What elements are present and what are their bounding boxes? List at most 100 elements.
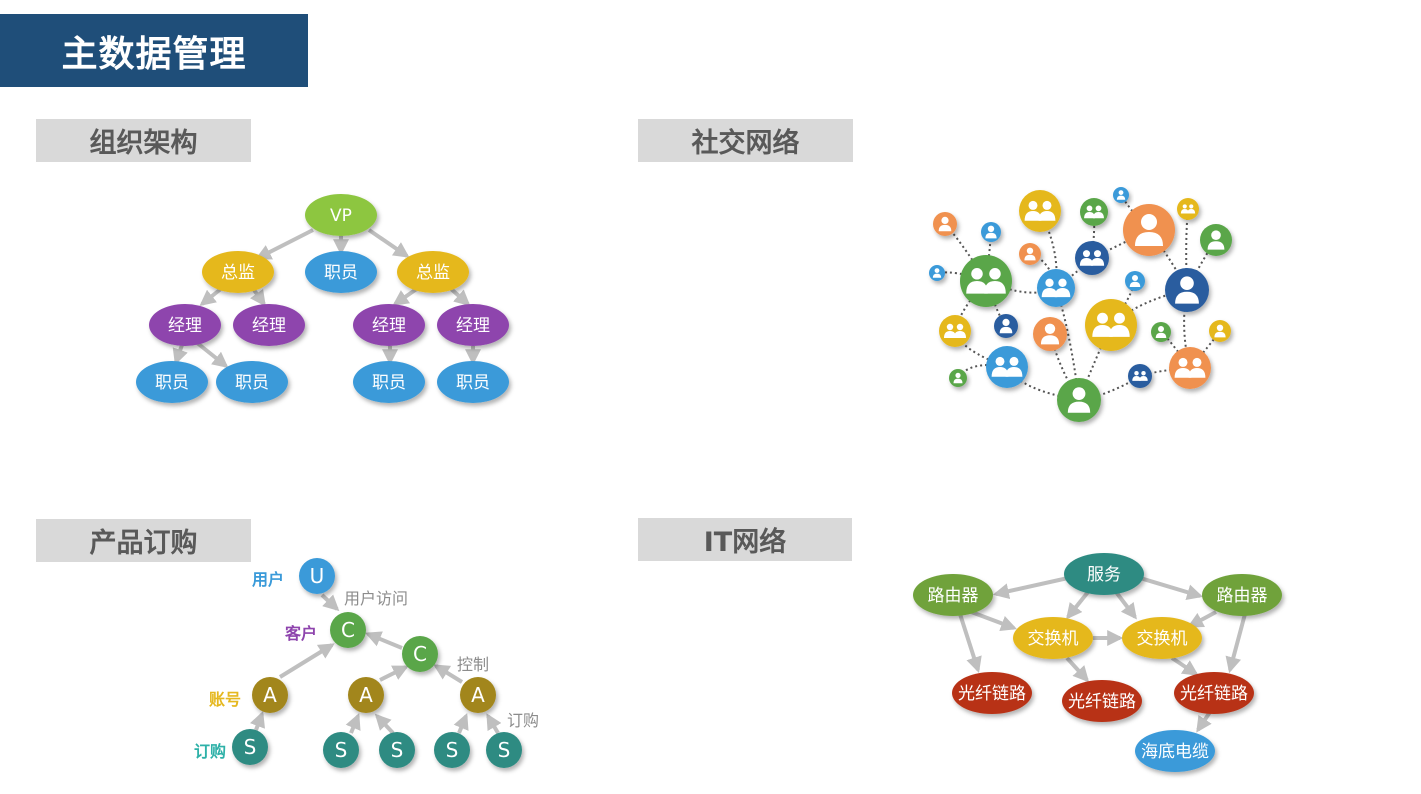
org-edge (194, 340, 229, 368)
social-person-icon (981, 222, 1001, 242)
label-user: 用户 (252, 570, 284, 589)
svg-text:U: U (310, 564, 325, 588)
product-order-edges (250, 593, 502, 735)
it-network-edges (958, 576, 1247, 733)
product-order-edge-labels: 用户访问 控制 订购 (344, 589, 539, 730)
svg-text:服务: 服务 (1087, 565, 1121, 585)
social-person-icon (949, 369, 967, 387)
social-person-icon (1151, 322, 1171, 342)
social-person-icon (1019, 243, 1041, 265)
svg-text:S: S (391, 738, 404, 762)
social-person-icon (1057, 378, 1101, 422)
social-group-icon (1037, 269, 1075, 307)
social-person-icon (994, 314, 1018, 338)
svg-text:经理: 经理 (252, 316, 286, 336)
svg-text:C: C (341, 618, 355, 642)
product-order-labels: 用户 客户 账号 订购 (194, 570, 317, 761)
node-switch-1: 交换机 (1013, 617, 1093, 659)
node-router-2: 路由器 (1202, 574, 1282, 616)
org-edge (172, 344, 188, 366)
svg-text:海底电缆: 海底电缆 (1141, 742, 1209, 762)
social-group-icon (986, 346, 1028, 388)
svg-text:职员: 职员 (324, 263, 358, 283)
node-service: 服务 (1064, 553, 1144, 595)
edge-label-subscribe: 订购 (507, 711, 539, 730)
svg-text:S: S (335, 738, 348, 762)
node-router-1: 路由器 (913, 574, 993, 616)
svg-text:经理: 经理 (168, 316, 202, 336)
svg-text:S: S (244, 735, 257, 759)
org-node-director-1: 总监 (202, 251, 274, 293)
svg-text:光纤链路: 光纤链路 (1180, 684, 1248, 704)
node-user: U (299, 558, 335, 594)
svg-text:S: S (498, 738, 511, 762)
org-node-staff-3: 职员 (353, 361, 425, 403)
social-network-nodes (929, 187, 1232, 422)
org-node-staff-top: 职员 (305, 251, 377, 293)
node-sub-2: S (323, 732, 359, 768)
svg-text:C: C (413, 642, 427, 666)
social-group-icon (960, 255, 1012, 307)
label-customer: 客户 (285, 624, 317, 643)
social-group-icon (1085, 299, 1137, 351)
svg-text:光纤链路: 光纤链路 (1068, 692, 1136, 712)
svg-text:职员: 职员 (372, 373, 406, 393)
org-edge (448, 286, 471, 307)
svg-text:职员: 职员 (235, 373, 269, 393)
svg-text:路由器: 路由器 (1217, 586, 1268, 606)
node-sub-5: S (486, 732, 522, 768)
edge-label-control: 控制 (457, 655, 489, 674)
node-sub-1: S (232, 729, 268, 765)
section-label-org: 组织架构 (36, 119, 251, 162)
label-account: 账号 (209, 690, 241, 709)
svg-text:A: A (263, 683, 277, 707)
svg-text:VP: VP (330, 206, 352, 226)
social-group-icon (1080, 198, 1108, 226)
social-person-icon (1033, 317, 1067, 351)
svg-text:经理: 经理 (372, 316, 406, 336)
node-fiber-3: 光纤链路 (1174, 672, 1254, 714)
social-person-icon (933, 212, 957, 236)
svg-text:职员: 职员 (456, 373, 490, 393)
svg-text:光纤链路: 光纤链路 (958, 684, 1026, 704)
org-edge (392, 286, 420, 306)
svg-text:经理: 经理 (456, 316, 490, 336)
node-account-1: A (252, 677, 288, 713)
org-edge (199, 286, 224, 306)
node-account-2: A (348, 677, 384, 713)
social-person-icon (1200, 224, 1232, 256)
section-label-it: IT网络 (638, 518, 852, 561)
org-node-manager-4: 经理 (437, 304, 509, 346)
social-group-icon (1128, 364, 1152, 388)
svg-text:交换机: 交换机 (1028, 629, 1079, 649)
it-network-nodes: 服务 路由器 路由器 交换机 交换机 光纤链路 光纤链路 光纤链路 海底电缆 (913, 553, 1282, 772)
social-person-icon (1165, 268, 1209, 312)
label-subscribe: 订购 (194, 742, 226, 761)
org-node-manager-3: 经理 (353, 304, 425, 346)
page-title: 主数据管理 (0, 14, 308, 87)
org-node-staff-2: 职员 (216, 361, 288, 403)
edge-label-user-access: 用户访问 (344, 589, 408, 608)
svg-text:A: A (359, 683, 373, 707)
org-node-director-2: 总监 (397, 251, 469, 293)
node-fiber-2: 光纤链路 (1062, 680, 1142, 722)
social-person-icon (1125, 271, 1145, 291)
svg-text:交换机: 交换机 (1137, 629, 1188, 649)
node-cable: 海底电缆 (1135, 730, 1215, 772)
svg-text:总监: 总监 (221, 263, 255, 283)
node-switch-2: 交换机 (1122, 617, 1202, 659)
svg-text:总监: 总监 (416, 263, 450, 283)
product-order-nodes: U C C A A A S S S S S (232, 558, 522, 768)
social-group-icon (1019, 190, 1061, 232)
svg-text:S: S (446, 738, 459, 762)
svg-text:路由器: 路由器 (928, 586, 979, 606)
social-person-icon (1123, 204, 1175, 256)
org-edge (255, 228, 314, 260)
org-node-vp: VP (305, 194, 377, 236)
social-group-icon (1177, 198, 1199, 220)
social-group-icon (939, 315, 971, 347)
social-group-icon (1169, 347, 1211, 389)
org-node-manager-2: 经理 (233, 304, 305, 346)
node-sub-4: S (434, 732, 470, 768)
